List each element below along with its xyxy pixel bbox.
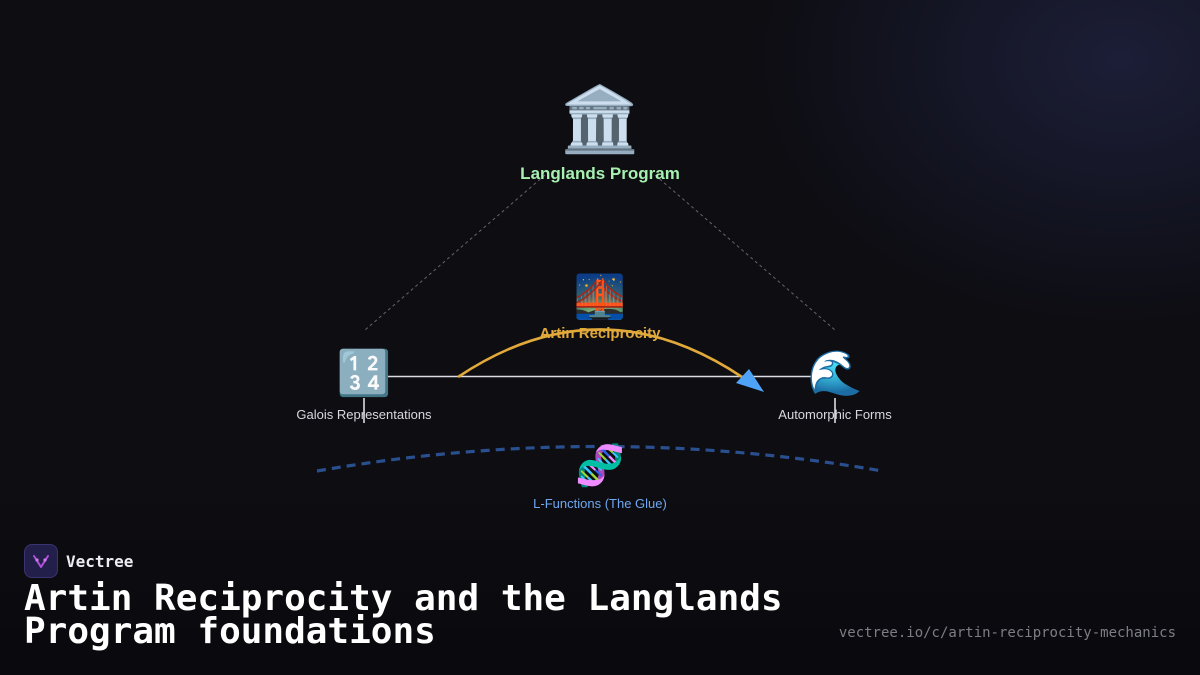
l-functions-label: L-Functions (The Glue) [533,496,667,511]
page-title: Artin Reciprocity and the Langlands Prog… [24,578,783,652]
reciprocity-arc [457,328,743,379]
input-numbers-icon: 🔢 [336,348,392,399]
dna-icon: 🧬 [575,443,625,489]
brand: Vectree [24,544,133,578]
connector-top-right [654,174,836,331]
bridge-at-night-icon: 🌉 [573,272,627,321]
source-url[interactable]: vectree.io/c/artin-reciprocity-mechanics [838,625,1176,641]
connector-top-left [364,174,546,331]
langlands-program-label: Langlands Program [520,164,680,183]
artin-reciprocity-label: Artin Reciprocity [539,325,661,342]
l-function-arc [316,444,883,473]
brand-name: Vectree [66,551,134,571]
vectree-logo-icon [24,544,58,578]
arc-arrow-head [736,369,764,392]
water-wave-icon: 🌊 [807,348,863,399]
galois-representations-label: Galois Representations [296,407,432,422]
classical-building-icon: 🏛️ [560,83,640,157]
automorphic-forms-label: Automorphic Forms [778,407,892,422]
